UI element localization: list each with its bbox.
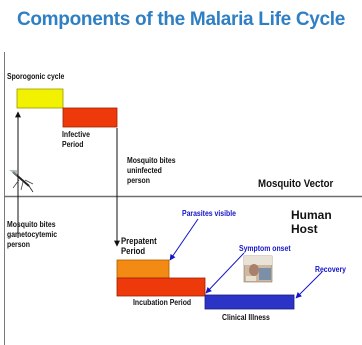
mosquito-vector-label: Mosquito Vector [258, 179, 333, 189]
parasites-visible-arrow [170, 219, 198, 260]
mosquito-icon [9, 170, 33, 192]
infective-period-label: Infective Period [62, 130, 90, 150]
sporogonic-cycle-bar [17, 89, 63, 108]
mosquito-bites-uninfected-label: Mosquito bites uninfected person [127, 156, 176, 186]
recovery-label: Recovery [315, 265, 346, 275]
human-host-label: Human Host [291, 208, 332, 236]
prepatent-period-label: Prepatent Period [121, 236, 157, 256]
incubation-period-label: Incubation Period [133, 298, 191, 308]
sporogonic-cycle-label: Sporogonic cycle [7, 72, 64, 82]
clinical-illness-label: Clinical Illness [222, 313, 270, 323]
infective-period-bar [63, 108, 117, 127]
symptom-onset-label: Symptom onset [239, 244, 291, 254]
mosquito-bites-gametocytemic-label: Mosquito bites gametocytemic person [7, 220, 57, 250]
symptom-onset-arrow [206, 253, 244, 293]
sick-patient-photo [244, 256, 272, 282]
parasites-visible-label: Parasites visible [182, 209, 236, 219]
clinical-illness-bar [205, 295, 294, 309]
incubation-period-bar [117, 278, 205, 296]
recovery-arrow [296, 272, 322, 298]
prepatent-period-bar [117, 260, 169, 278]
